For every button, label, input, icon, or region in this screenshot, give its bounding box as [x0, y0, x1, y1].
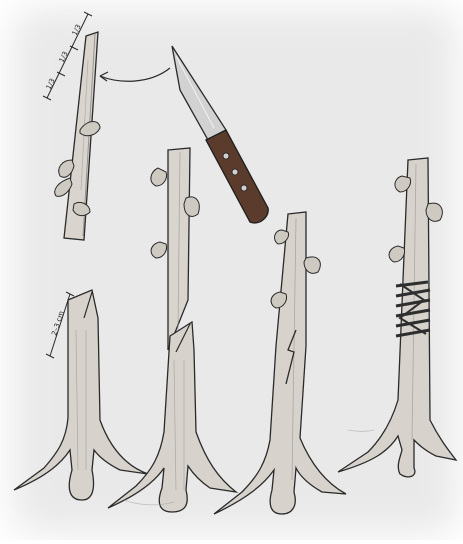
grafting-illustration: 1/3 1/3 1/3 2–3 cm [0, 0, 463, 540]
grafting-diagram: 1/3 1/3 1/3 2–3 cm [0, 0, 463, 540]
